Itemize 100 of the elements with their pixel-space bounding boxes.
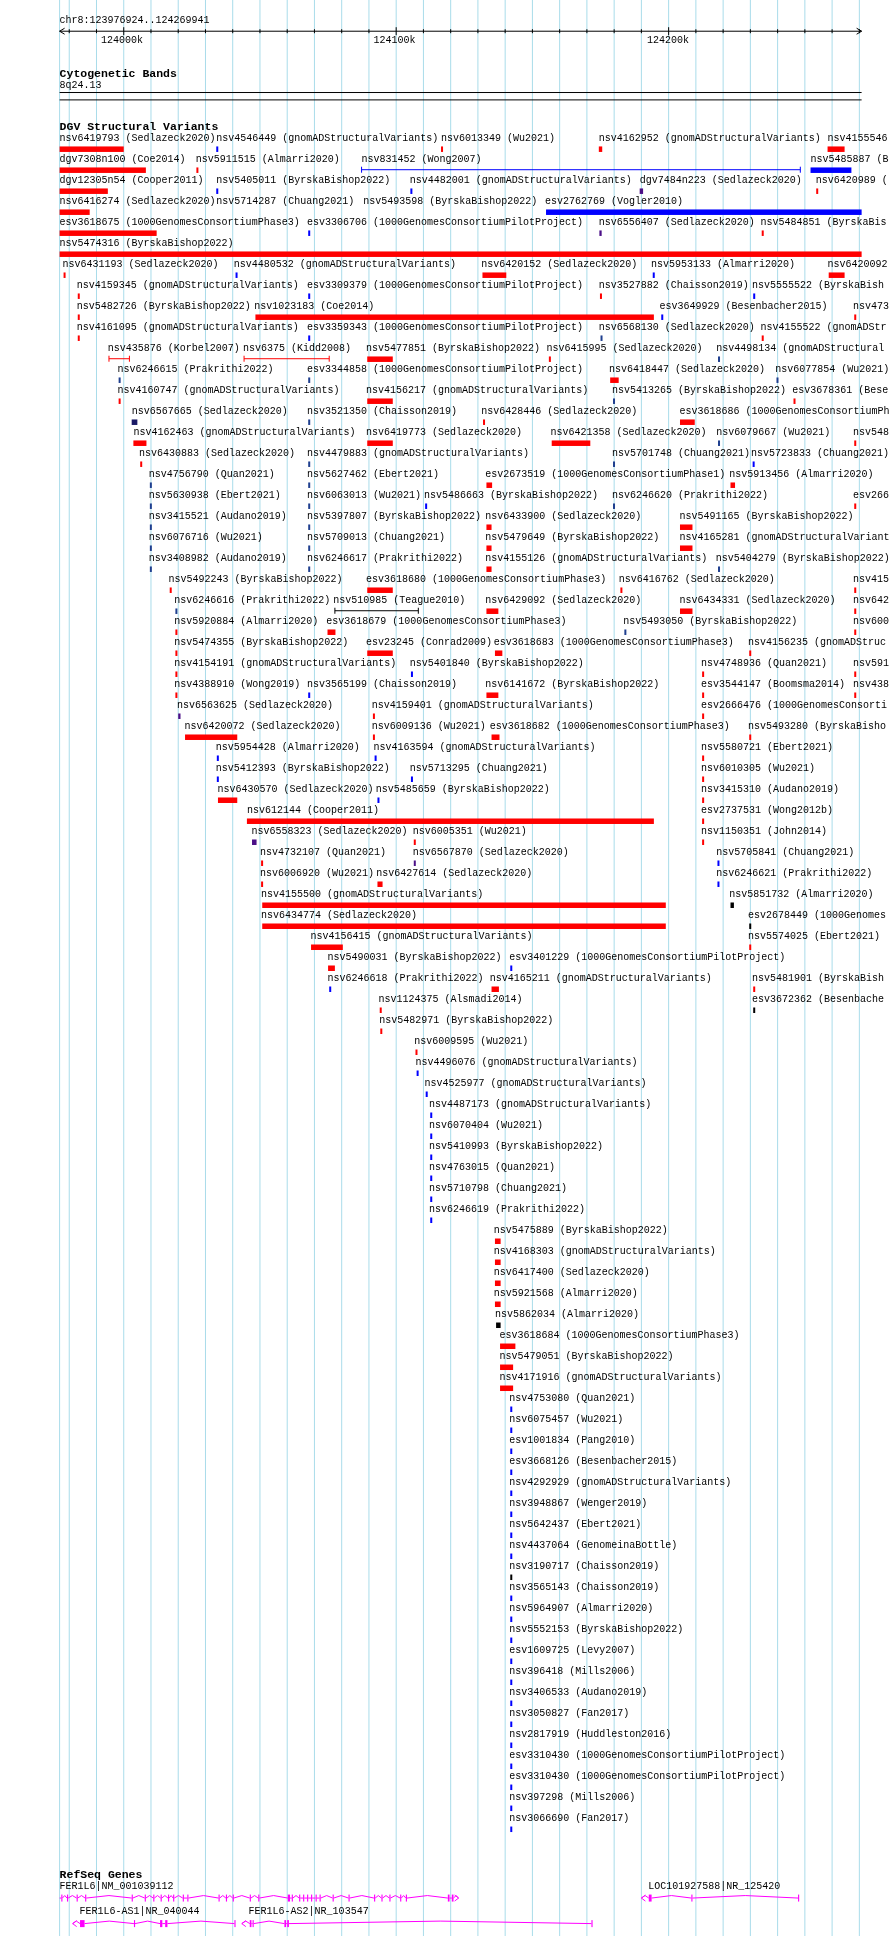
variant-label: nsv4292929 (gnomADStructuralVariants) <box>509 1477 732 1490</box>
variant-label: nsv4479883 (gnomADStructuralVariants) <box>307 448 530 461</box>
variant-label: esv3401229 (1000GenomesConsortiumPilotProject) <box>509 952 786 965</box>
variant-label: nsv5964907 (Almarri2020) <box>509 1603 654 1616</box>
variant-label: nsv6431193 (Sedlazeck2020) <box>62 259 219 272</box>
variant-label: nsv5413265 (ByrskaBishop2022) <box>611 385 786 398</box>
variant-label: esv3618680 (1000GenomesConsortiumPhase3) <box>366 574 607 587</box>
variant-label: nsv6418447 (Sedlazeck2020) <box>609 364 766 377</box>
variant-label: nsv5474316 (ByrskaBishop2022) <box>59 238 234 251</box>
variant-label: nsv4546449 (gnomADStructuralVariants) <box>216 133 439 146</box>
variant-label: nsv6420072 (Sedlazeck2020) <box>184 721 341 734</box>
variant-label: nsv3521350 (Chaisson2019) <box>307 406 458 419</box>
variant-label: nsv5493280 (ByrskaBisho <box>748 721 887 734</box>
variant-label: nsv3527882 (Chaisson2019) <box>598 280 749 293</box>
variant-label: esv3544147 (Boomsma2014) <box>701 679 845 692</box>
variant-label: esv1609725 (Levy2007) <box>509 1645 636 1658</box>
variant-label: nsv4437064 (GenomeinaBottle) <box>509 1540 678 1553</box>
variant-label: nsv600 <box>853 616 890 629</box>
variant-label: nsv396418 (Mills2006) <box>509 1666 636 1679</box>
variant-label: esv3309379 (1000GenomesConsortiumPilotProject) <box>307 280 584 293</box>
variant-label: nsv5410993 (ByrskaBishop2022) <box>429 1141 604 1154</box>
variant-label: esv2673519 (1000GenomesConsortiumPhase1) <box>485 469 726 482</box>
variant-label: nsv5491165 (ByrskaBishop2022) <box>679 511 854 524</box>
variant-label: nsv6009136 (Wu2021) <box>371 721 486 734</box>
variant-label: nsv4159345 (gnomADStructuralVariants) <box>76 280 299 293</box>
variant-label: nsv6428446 (Sedlazeck2020) <box>481 406 638 419</box>
variant-label: nsv5492243 (ByrskaBishop2022) <box>168 574 343 587</box>
variant-label: nsv4156235 (gnomADStruc <box>748 637 887 650</box>
variant-label: nsv5630938 (Ebert2021) <box>148 490 281 503</box>
variant-label: nsv6430570 (Sedlazeck2020) <box>217 784 374 797</box>
variant-label: nsv4155500 (gnomADStructuralVariants) <box>261 889 484 902</box>
variant-label: nsv4756790 (Quan2021) <box>148 469 275 482</box>
variant-label: nsv5479649 (ByrskaBishop2022) <box>485 532 660 545</box>
variant-label: nsv3066690 (Fan2017) <box>509 1813 630 1826</box>
variant-label: esv3310430 (1000GenomesConsortiumPilotProject) <box>509 1771 786 1784</box>
variant-label: esv2666476 (1000GenomesConsorti <box>701 700 887 713</box>
variant-label: esv2678449 (1000Genomes <box>748 910 887 923</box>
variant-label: nsv612144 (Cooper2011) <box>246 805 379 818</box>
variant-label: nsv5401840 (ByrskaBishop2022) <box>409 658 584 671</box>
variant-label: esv3618675 (1000GenomesConsortiumPhase3) <box>59 217 300 230</box>
variant-label: nsv4168303 (gnomADStructuralVariants) <box>493 1246 716 1259</box>
variant-label: nsv4753080 (Quan2021) <box>509 1393 636 1406</box>
variant-label: nsv4496076 (gnomADStructuralVariants) <box>415 1057 638 1070</box>
variant-label: nsv5484851 (ByrskaBis <box>760 217 887 230</box>
variant-label: esv3618679 (1000GenomesConsortiumPhase3) <box>326 616 567 629</box>
variant-label: nsv397298 (Mills2006) <box>509 1792 636 1805</box>
variant-label: nsv5911515 (Almarri2020) <box>195 154 340 167</box>
variant-label: nsv6076716 (Wu2021) <box>148 532 263 545</box>
variant-label: nsv5482726 (ByrskaBishop2022) <box>76 301 251 314</box>
variant-label: nsv5627462 (Ebert2021) <box>307 469 440 482</box>
variant-label: nsv5723833 (Chuang2021) <box>750 448 889 461</box>
axis-tick-label: 124200k <box>647 34 690 47</box>
variant-label: nsv642 <box>853 595 890 608</box>
coordinate-label: chr8:123976924..124269941 <box>59 15 210 27</box>
gene-label: LOC101927588|NR_125420 <box>648 1880 781 1893</box>
variant-label: nsv5486663 (ByrskaBishop2022) <box>424 490 598 503</box>
variant-label: esv2737531 (Wong2012b) <box>701 805 833 818</box>
variant-label: nsv5475889 (ByrskaBishop2022) <box>493 1225 668 1238</box>
variant-label: esv266 <box>853 490 890 503</box>
variant-label: esv1001834 (Pang2010) <box>509 1435 636 1448</box>
variant-label: nsv5477851 (ByrskaBishop2022) <box>366 343 541 356</box>
variant-label: esv3618686 (1000GenomesConsortiumPh <box>679 406 890 419</box>
variant-label: nsv5474355 (ByrskaBishop2022) <box>174 637 349 650</box>
gene-label: FER1L6|NM_001039112 <box>59 1880 174 1893</box>
variant-label: nsv6006920 (Wu2021) <box>259 868 374 881</box>
variant-label: nsv5485887 (B <box>810 154 889 167</box>
variant-label: esv2762769 (Vogler2010) <box>544 196 683 209</box>
variant-label: nsv5574025 (Ebert2021) <box>748 931 881 944</box>
variant-label: nsv3190717 (Chaisson2019) <box>509 1561 660 1574</box>
variant-label: dgv7484n223 (Sedlazeck2020) <box>639 175 802 188</box>
variant-label: nsv4171916 (gnomADStructuralVariants) <box>499 1372 722 1385</box>
variant-label: nsv5493050 (ByrskaBishop2022) <box>623 616 798 629</box>
variant-label: nsv4498134 (gnomADStructural <box>716 343 885 356</box>
variant-label: nsv415 <box>853 574 890 587</box>
variant-label: nsv5397807 (ByrskaBishop2022) <box>307 511 482 524</box>
variant-label: nsv5555522 (ByrskaBish <box>752 280 885 293</box>
variant-label: esv3618682 (1000GenomesConsortiumPhase3) <box>489 721 730 734</box>
track-title: DGV Structural Variants <box>59 120 219 134</box>
variant-label: nsv6075457 (Wu2021) <box>509 1414 624 1427</box>
variant-label: dgv7308n100 (Coe2014) <box>59 154 186 167</box>
variant-label: nsv6010305 (Wu2021) <box>701 763 815 776</box>
axis-tick-label: 124000k <box>101 34 144 47</box>
variant-label: nsv6434774 (Sedlazeck2020) <box>261 910 418 923</box>
variant-label: nsv6416762 (Sedlazeck2020) <box>618 574 775 587</box>
variant-label: nsv3948867 (Wenger2019) <box>509 1498 648 1511</box>
variant-label: nsv5481901 (ByrskaBish <box>752 973 885 986</box>
variant-label: nsv6246615 (Prakrithi2022) <box>117 364 274 377</box>
variant-label: nsv4487173 (gnomADStructuralVariants) <box>429 1099 652 1112</box>
variant-label: nsv5482971 (ByrskaBishop2022) <box>379 1015 554 1028</box>
variant-label: nsv4162952 (gnomADStructuralVariants) <box>598 133 821 146</box>
variant-label: nsv6420152 (Sedlazeck2020) <box>481 259 638 272</box>
variant-label: esv3359343 (1000GenomesConsortiumPilotProject) <box>307 322 584 335</box>
variant-label: nsv6246618 (Prakrithi2022) <box>327 973 484 986</box>
variant-label: esv3618684 (1000GenomesConsortiumPhase3) <box>499 1330 740 1343</box>
variant-label: nsv5493598 (ByrskaBishop2022) <box>363 196 538 209</box>
variant-label: nsv6063013 (Wu2021) <box>307 490 422 503</box>
variant-label: nsv5851732 (Almarri2020) <box>729 889 874 902</box>
variant-label: nsv6427614 (Sedlazeck2020) <box>376 868 533 881</box>
variant-label: nsv5862034 (Almarri2020) <box>494 1309 639 1322</box>
variant-label: nsv4155546 <box>827 133 888 146</box>
